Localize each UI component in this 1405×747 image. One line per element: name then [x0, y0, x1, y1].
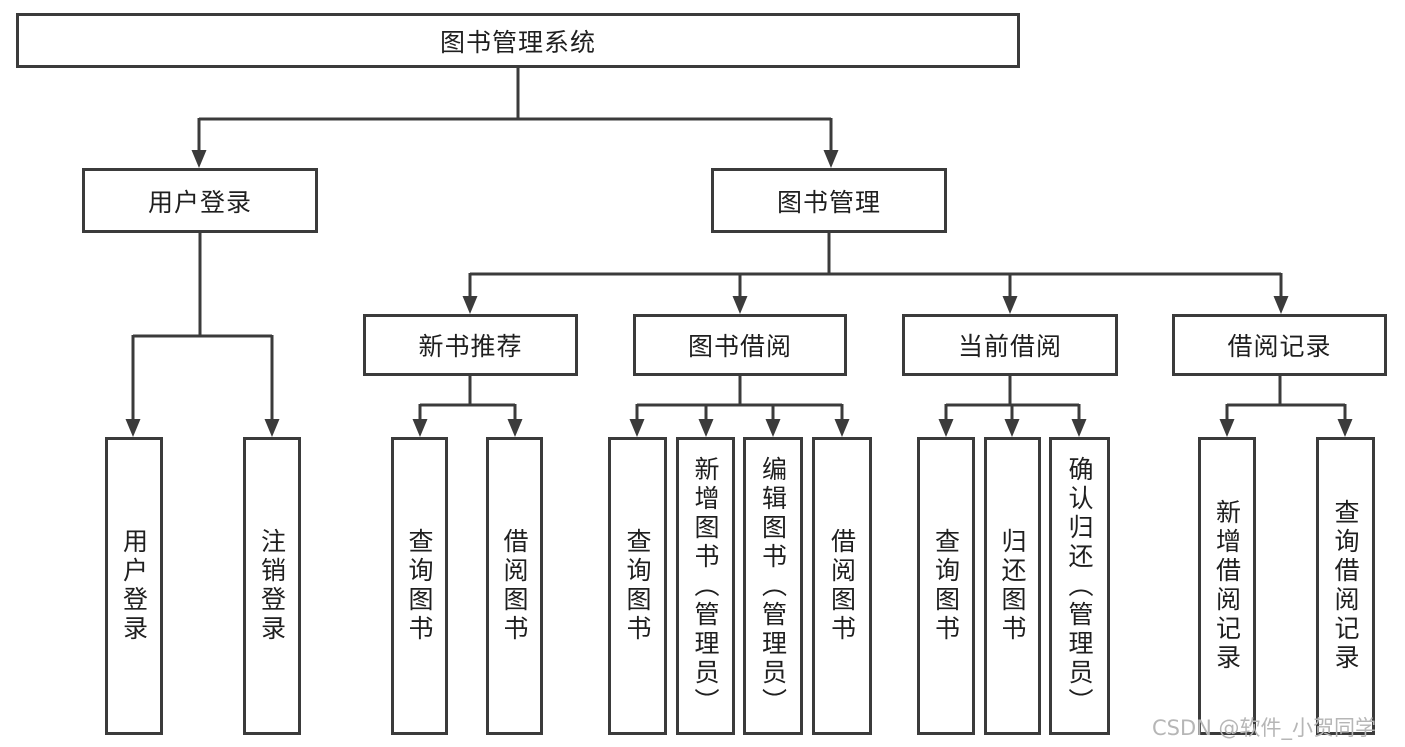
node-current-borrowing: 当前借阅	[902, 314, 1118, 376]
node-query-borrow-record: 查询借阅记录	[1316, 437, 1375, 735]
node-query-books-3: 查询图书	[917, 437, 975, 735]
node-new-book-recommendation: 新书推荐	[363, 314, 578, 376]
node-logout: 注销登录	[243, 437, 301, 735]
node-label: 用户登录	[147, 187, 252, 217]
node-label: 注销登录	[257, 528, 287, 644]
node-label: 图书管理系统	[439, 27, 596, 57]
node-book-borrowing: 图书借阅	[633, 314, 847, 376]
node-book-management: 图书管理	[711, 168, 947, 233]
node-label: 新增借阅记录	[1212, 499, 1242, 673]
node-label: 借阅图书	[827, 528, 857, 644]
node-label: 确认归还（管理员）	[1065, 455, 1094, 717]
node-user-login: 用户登录	[82, 168, 318, 233]
node-label: 当前借阅	[957, 332, 1062, 361]
node-label: 新书推荐	[418, 332, 523, 361]
node-label: 编辑图书（管理员）	[758, 455, 788, 717]
node-label: 图书管理	[776, 187, 881, 217]
node-label: 查询借阅记录	[1331, 499, 1360, 673]
node-edit-books-admin: 编辑图书（管理员）	[743, 437, 803, 735]
node-return-books: 归还图书	[984, 437, 1041, 735]
node-borrow-books-2: 借阅图书	[812, 437, 872, 735]
node-user-login-leaf: 用户登录	[105, 437, 163, 735]
node-add-books-admin: 新增图书（管理员）	[676, 437, 735, 735]
node-query-books-2: 查询图书	[608, 437, 667, 735]
node-confirm-return-admin: 确认归还（管理员）	[1049, 437, 1110, 735]
node-add-borrow-record: 新增借阅记录	[1198, 437, 1256, 735]
node-label: 查询图书	[931, 528, 961, 644]
node-label: 查询图书	[623, 528, 652, 644]
node-root-library-management-system: 图书管理系统	[16, 13, 1020, 68]
node-label: 借阅记录	[1227, 332, 1332, 361]
node-label: 查询图书	[405, 528, 434, 644]
node-label: 用户登录	[119, 528, 149, 644]
node-label: 借阅图书	[500, 528, 529, 644]
arrowhead-icons	[125, 150, 1353, 437]
node-borrowing-records: 借阅记录	[1172, 314, 1387, 376]
node-query-books-1: 查询图书	[391, 437, 448, 735]
node-label: 图书借阅	[687, 332, 792, 361]
node-label: 归还图书	[998, 528, 1027, 644]
csdn-watermark: CSDN @软件_小贺同学	[1152, 716, 1377, 740]
node-borrow-books-1: 借阅图书	[486, 437, 543, 735]
node-label: 新增图书（管理员）	[691, 455, 720, 717]
